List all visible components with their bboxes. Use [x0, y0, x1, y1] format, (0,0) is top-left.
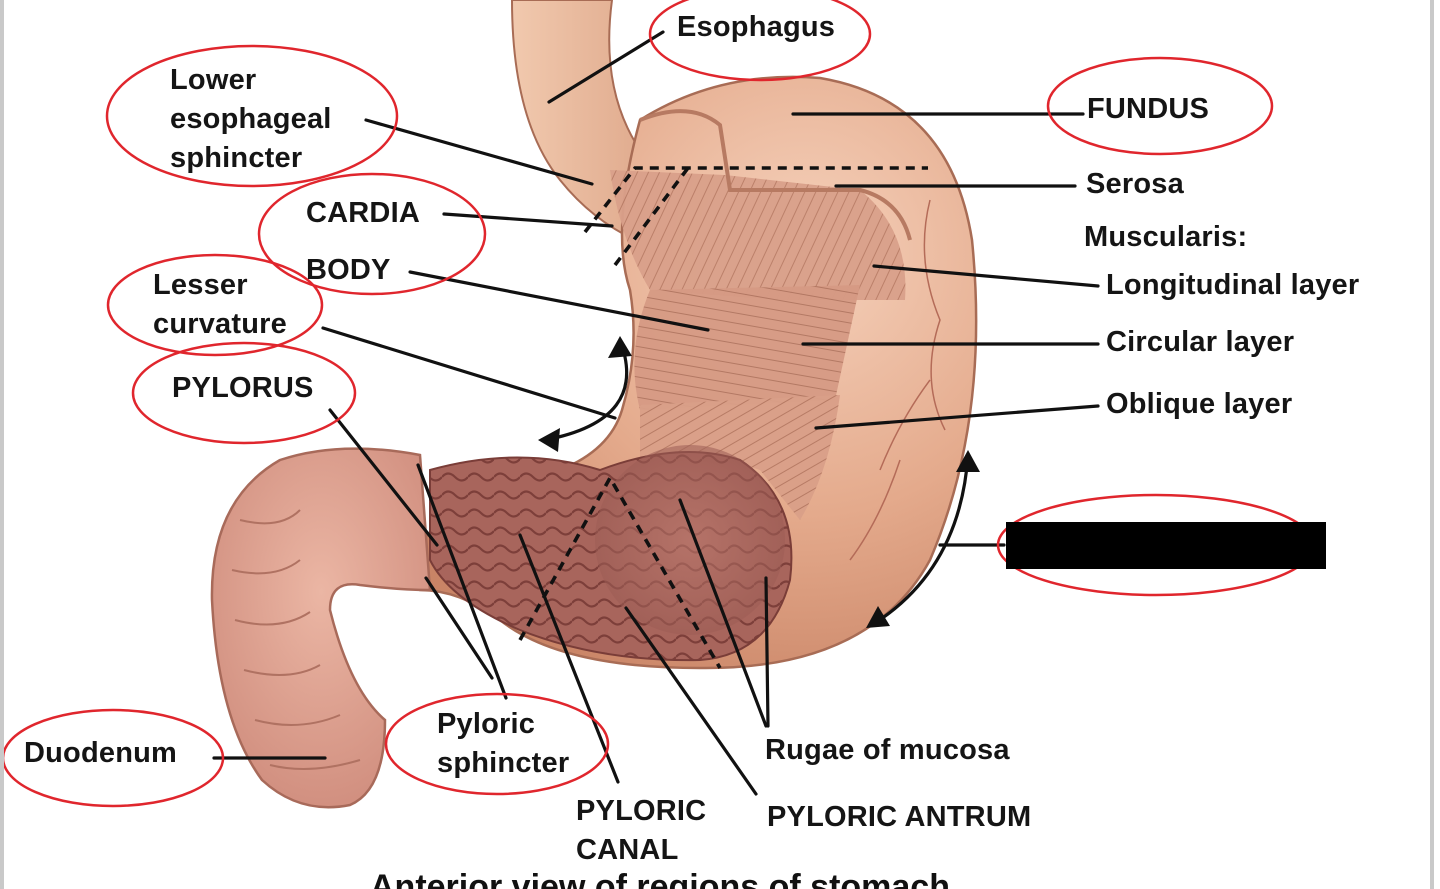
cardia-boundary-dashed	[583, 166, 928, 267]
label-les-line3: sphincter	[170, 142, 303, 174]
leader-pylorus-b	[416, 463, 508, 700]
label-pyloric-canal-line2: CANAL	[576, 834, 679, 866]
label-pyloric-canal-line1: PYLORIC	[576, 795, 707, 827]
greater-arrowhead-bottom	[866, 606, 890, 628]
leader-lesser-curvature	[321, 326, 617, 420]
greater-arrowhead-top	[956, 450, 980, 472]
highlight-pylorus	[131, 341, 357, 445]
redacted-label-box	[1006, 522, 1326, 569]
leader-les	[364, 118, 594, 186]
highlight-les	[105, 44, 399, 188]
label-esophagus: Esophagus	[677, 11, 836, 43]
circular-muscle-layer	[634, 285, 860, 410]
serosa-flap	[639, 109, 912, 241]
leader-cardia	[442, 212, 614, 228]
label-muscularis: Muscularis:	[1084, 221, 1248, 253]
label-longitudinal-layer: Longitudinal layer	[1106, 269, 1360, 301]
label-pylorus: PYLORUS	[172, 372, 314, 404]
highlight-pyloric-sphincter	[384, 692, 610, 796]
oblique-muscle-layer	[640, 395, 840, 520]
right-frame-border	[1430, 0, 1434, 889]
leader-pylorus-a	[328, 408, 439, 547]
leader-rugae-a	[678, 498, 768, 728]
label-lesser-line1: Lesser	[153, 269, 248, 301]
label-fundus: FUNDUS	[1087, 93, 1210, 125]
greater-curvature-arrow	[870, 453, 970, 627]
label-les-line2: esophageal	[170, 103, 332, 135]
figure-caption-cut: Anterior view of regions of stomach	[370, 868, 950, 889]
leader-oblique	[814, 404, 1100, 430]
label-body: BODY	[306, 254, 391, 286]
leader-pyloric-sphincter	[424, 576, 494, 680]
leader-esophagus	[547, 30, 665, 104]
antrum-opening	[595, 445, 785, 635]
label-rugae-of-mucosa: Rugae of mucosa	[765, 734, 1010, 766]
label-duodenum: Duodenum	[24, 737, 178, 769]
label-oblique-layer: Oblique layer	[1106, 388, 1293, 420]
label-pyloric-sphincter-line2: sphincter	[437, 747, 570, 779]
label-serosa: Serosa	[1086, 168, 1184, 200]
highlight-esophagus	[648, 0, 872, 82]
duodenum-folds	[231, 509, 361, 770]
leader-pyloric-canal	[518, 533, 620, 784]
duodenum-tube	[210, 447, 432, 809]
lesser-curvature-arrow	[543, 338, 629, 442]
highlight-cardia-body	[257, 172, 487, 296]
label-circular-layer: Circular layer	[1106, 326, 1295, 358]
left-frame-border	[0, 0, 4, 889]
highlight-fundus	[1046, 56, 1274, 156]
label-pyloric-sphincter-line1: Pyloric	[437, 708, 536, 740]
lesser-arrowhead-bottom	[538, 428, 560, 452]
highlight-lesser-curvature	[106, 253, 324, 357]
leader-longitudinal	[872, 264, 1100, 288]
label-lesser-line2: curvature	[153, 308, 287, 340]
label-pyloric-antrum: PYLORIC ANTRUM	[767, 801, 1032, 833]
leader-rugae-b	[764, 576, 770, 728]
longitudinal-muscle-layer	[610, 170, 906, 300]
label-les-line1: Lower	[170, 64, 257, 96]
leader-pyloric-antrum	[624, 606, 758, 796]
lesser-arrowhead-top	[608, 336, 632, 358]
leader-body	[408, 270, 710, 332]
label-cardia: CARDIA	[306, 197, 420, 229]
